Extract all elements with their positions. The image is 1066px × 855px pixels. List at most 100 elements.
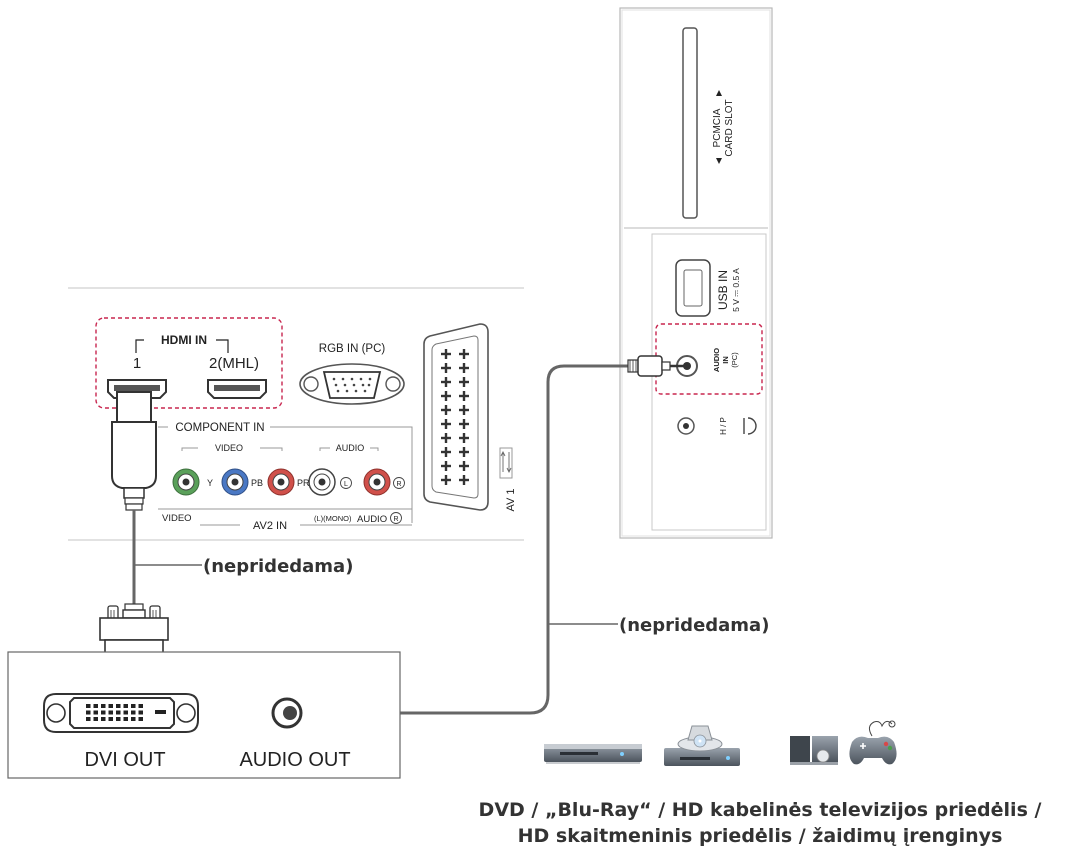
pcmcia-arrow-top-icon [716,90,722,96]
l-label: L [344,481,348,488]
scart-pin [462,433,466,443]
scart-pin [444,349,448,359]
scart-pin [462,419,466,429]
dvd-player-icon [544,744,642,764]
tv-rear-panel: HDMI IN 1 2(MHL) RGB IN (PC) [68,287,524,541]
dvi-pin [86,710,91,715]
dvi-pin [86,704,91,708]
dvi-pin [123,717,128,721]
dvi-pin [101,717,106,721]
dvi-pin [101,710,106,715]
av1-scart-port[interactable] [423,323,489,511]
dvi-out-port[interactable] [43,693,199,733]
audio-out-jack[interactable] [271,697,303,729]
dvi-pin [116,717,121,721]
pcmcia-label: PCMCIA [712,108,723,147]
scart-pin [462,461,466,471]
device-caption: DVD / „Blu-Ray“ / HD kabelinės televizij… [430,797,1066,849]
device-panel: DVI OUT AUDIO OUT [7,651,401,779]
scart-pin [462,363,466,373]
dvi-pin [138,704,143,708]
pcmcia-card-slot[interactable] [682,27,698,219]
blu-ray-player-icon [664,725,740,766]
headphone-icon [743,417,757,435]
hdmi-in-label: HDMI IN [161,333,207,347]
caption-line-1: DVD / „Blu-Ray“ / HD kabelinės televizij… [478,799,1042,821]
caption-line-2: HD skaitmeninis priedėlis / žaidimų įren… [517,825,1003,847]
component-y-jack[interactable] [172,468,200,496]
l-mono-label: (L)(MONO) [314,514,352,523]
dvi-pin [93,710,98,715]
dvi-pin [131,704,136,708]
pb-label: PB [251,478,263,488]
dvi-pin [108,710,113,715]
audio-plug-tv-end [627,355,688,377]
scart-pin [444,419,448,429]
dvi-pin [138,710,143,715]
y-label: Y [207,478,213,488]
hdmi-port-1-label: 1 [133,355,141,372]
in-label: IN [721,356,730,364]
dvi-pin [123,704,128,708]
scart-pin [462,405,466,415]
pr-label: PR [297,478,310,488]
dvi-pin [131,710,136,715]
audio-bottom-label: AUDIO [357,514,387,525]
component-pr-jack[interactable] [267,468,295,496]
usb-in-label: USB IN [716,270,730,310]
dvi-pin [108,704,113,708]
headphone-label: H / P [719,417,728,435]
scart-pin [444,447,448,457]
scart-pin [462,447,466,457]
dvi-pin [86,717,91,721]
dvi-pin [116,710,121,715]
audio-l-jack[interactable] [308,468,336,496]
hdmi-to-dvi-cable: (nepridedama) [99,391,353,681]
scart-pin [462,391,466,401]
component-in-label: COMPONENT IN [175,422,264,434]
game-console-icon [849,720,897,765]
audio-out-label: AUDIO OUT [239,749,350,771]
scart-pin [444,405,448,415]
card-slot-label: CARD SLOT [724,99,735,156]
rgb-in-label: RGB IN (PC) [319,343,386,355]
dvi-pin [108,717,113,721]
dvi-pin [116,704,121,708]
scart-pin [462,377,466,387]
set-top-box-icon [790,736,838,765]
dvi-pin [138,717,143,721]
audio-group-label: AUDIO [336,443,365,453]
hdmi-port-2[interactable] [207,379,267,399]
scart-pin [444,391,448,401]
pc-label: (PC) [730,352,739,368]
dvi-pin [93,704,98,708]
hdmi-port-2-label: 2(MHL) [209,355,259,372]
usb-spec-label: 5 V ⎓ 0.5 A [731,268,741,312]
scart-pin [444,377,448,387]
dvi-pin [93,717,98,721]
scart-pin [444,433,448,443]
scart-pin [462,349,466,359]
video-group-label: VIDEO [215,443,243,453]
hdmi-dvi-cable-label: (nepridedama) [203,556,353,577]
tv-side-panel: PCMCIA CARD SLOT USB IN 5 V ⎓ 0.5 A AUDI… [619,7,773,539]
dvi-pin [131,717,136,721]
dvi-pin [101,704,106,708]
dvi-pin [123,710,128,715]
component-pb-jack[interactable] [221,468,249,496]
r-circle-label: R [393,516,398,523]
scart-pin [444,475,448,485]
audio-in-label: AUDIO [712,348,721,372]
pcmcia-arrow-bottom-icon [716,158,722,164]
scart-pin [462,475,466,485]
scart-pin [444,363,448,373]
audio-r-jack[interactable] [363,468,391,496]
scart-pin [444,461,448,471]
av1-label: AV 1 [505,488,517,511]
audio-cable-label: (nepridedama) [619,615,769,636]
bottom-video-label: VIDEO [162,513,192,524]
r-label: R [396,481,401,488]
av2-in-label: AV2 IN [253,520,287,532]
rgb-in-pc-port[interactable] [299,363,405,405]
